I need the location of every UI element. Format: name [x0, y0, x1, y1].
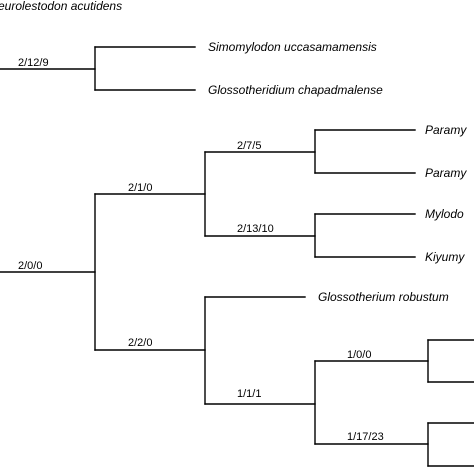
node-support-mylodon-kiyumylodon: 2/13/10	[237, 223, 274, 235]
node-support-lower: 2/2/0	[128, 337, 152, 349]
taxon-label-glossotheridium: Glossotheridium chapadmalense	[208, 83, 383, 97]
taxon-label-glossotherium: Glossotherium robustum	[318, 290, 449, 304]
node-support-upper: 2/1/0	[128, 182, 152, 194]
clade-upper: 2/1/0 2/7/5 Paramy Paramy 2/13/10 Mylodo…	[94, 123, 467, 264]
clade-lower: 2/2/0 Glossotherium robustum 1/1/1 1/0/0…	[94, 290, 474, 467]
taxon-label-eurolestodon: eurolestodon acutidens	[0, 0, 122, 13]
taxon-label-paramylodon-1: Paramy	[425, 123, 467, 137]
node-support-subclade-1: 1/0/0	[347, 349, 371, 361]
node-support-subclade-2: 1/17/23	[347, 431, 384, 443]
node-support-root: 2/0/0	[18, 260, 42, 272]
node-support-paramylodon: 2/7/5	[237, 140, 261, 152]
taxon-label-paramylodon-2: Paramy	[425, 166, 467, 180]
clade-root: 2/0/0	[0, 193, 96, 351]
node-support-sim-glo: 2/12/9	[18, 57, 49, 69]
taxon-label-simomylodon: Simomylodon uccasamamensis	[208, 40, 377, 54]
clade-simomylodon-glossotheridium: 2/12/9 Simomylodon uccasamamensis Glosso…	[0, 40, 383, 97]
node-support-inner: 1/1/1	[237, 388, 261, 400]
taxon-label-mylodon: Mylodo	[425, 207, 464, 221]
taxon-label-kiyumylodon: Kiyumy	[425, 250, 465, 264]
